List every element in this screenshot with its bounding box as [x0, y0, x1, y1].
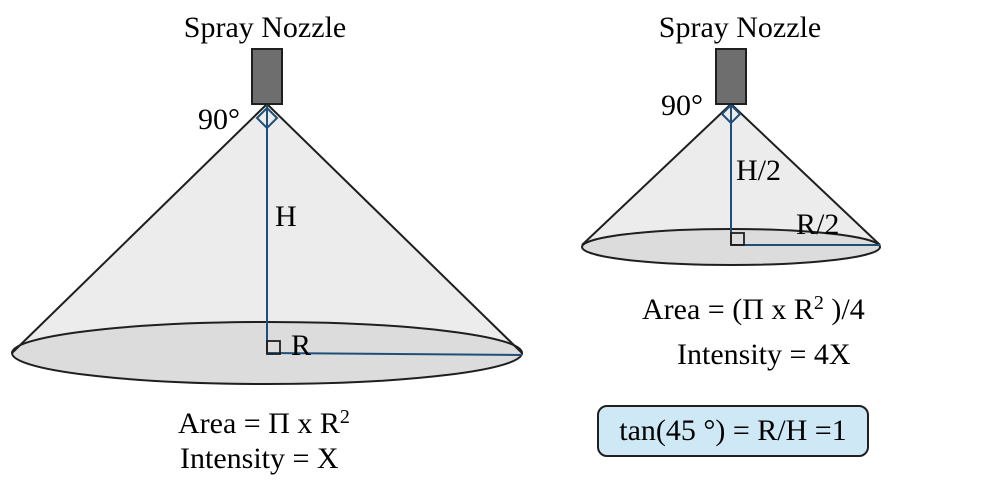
- left-angle-label: 90°: [198, 103, 240, 136]
- left-radius-line: [266, 352, 523, 356]
- right-cone-edge-left: [581, 103, 732, 246]
- right-cone-edge-right: [730, 103, 881, 246]
- right-apex-angle-marker: [720, 103, 742, 125]
- left-apex-angle-marker: [255, 106, 279, 130]
- formula-text: tan(45 °) = R/H =1: [619, 414, 847, 447]
- right-nozzle: [715, 48, 747, 105]
- right-area-suffix: )/4: [824, 293, 865, 326]
- left-height-label: H: [275, 200, 297, 233]
- right-height-label: H/2: [736, 154, 781, 187]
- right-cone: Spray Nozzle 90° H/2 R/2 Area = (Π x R2 …: [581, 11, 881, 371]
- left-cone-edge-right: [266, 103, 523, 354]
- left-cone-edge-left: [11, 103, 268, 354]
- right-right-angle-marker: [730, 232, 745, 246]
- right-nozzle-label: Spray Nozzle: [659, 11, 821, 44]
- left-radius-label: R: [291, 329, 311, 362]
- formula-box: tan(45 °) = R/H =1: [597, 405, 869, 457]
- left-nozzle-label: Spray Nozzle: [184, 11, 346, 44]
- right-area-exponent: 2: [814, 292, 824, 314]
- left-area-exponent: 2: [340, 406, 350, 428]
- right-intensity-text: Intensity = 4X: [677, 338, 851, 371]
- left-area-prefix: Area = Π x R: [178, 407, 340, 440]
- left-right-angle-marker: [266, 340, 281, 355]
- right-area-text: Area = (Π x R2 )/4: [642, 292, 865, 326]
- left-area-text: Area = Π x R2: [178, 406, 350, 440]
- left-nozzle: [251, 48, 283, 105]
- right-angle-label: 90°: [661, 89, 703, 122]
- left-cone: Spray Nozzle 90° H R Area = Π x R2 Inten…: [11, 11, 523, 475]
- right-radius-label: R/2: [796, 208, 839, 241]
- right-area-prefix: Area = (Π x R: [642, 293, 814, 326]
- left-intensity-text: Intensity = X: [180, 442, 339, 475]
